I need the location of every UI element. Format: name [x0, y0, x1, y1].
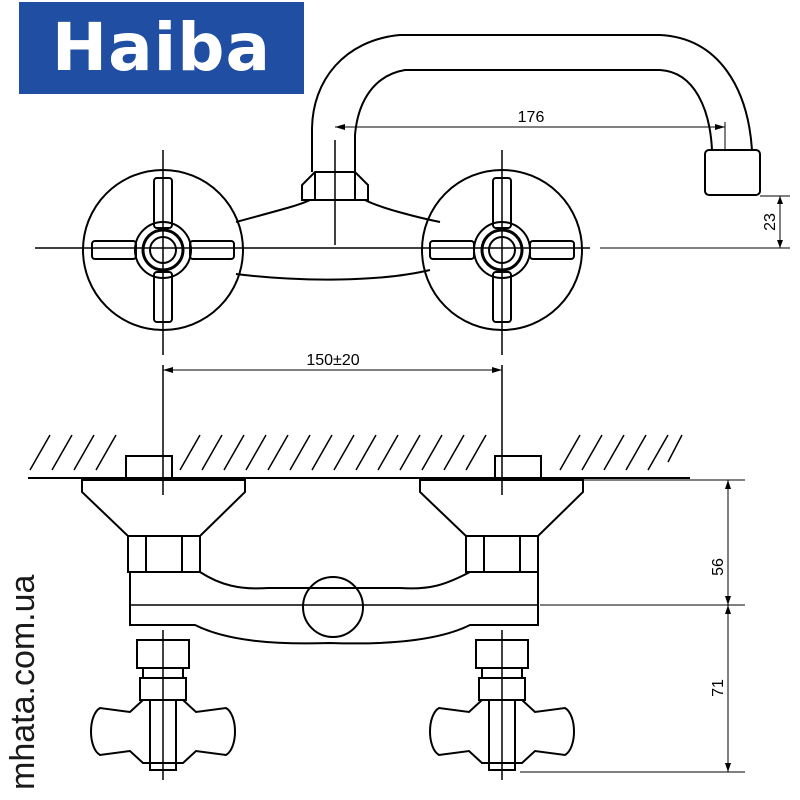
left-handle-top: [82, 150, 244, 355]
spout: [311, 34, 761, 196]
mixer-body-top: [235, 199, 441, 223]
left-eccentric-front: [81, 455, 246, 573]
left-handle-front: [90, 630, 236, 780]
dim-handle-spacing: 150±20: [306, 352, 359, 369]
wall-hatching: [28, 434, 690, 479]
front-view: 150±20: [28, 352, 745, 780]
mixer-body-front: [129, 571, 539, 645]
brand-logo: Haiba: [19, 2, 304, 94]
top-view: 176 23: [35, 34, 790, 355]
dim-axis-to-handle: 71: [710, 679, 727, 697]
right-handle-top: [421, 150, 583, 355]
spout-port: [302, 576, 364, 638]
brand-logo-text: Haiba: [51, 9, 272, 86]
dim-wall-to-axis: 56: [710, 558, 727, 576]
dim-spout-reach: 176: [518, 109, 545, 126]
dim-spout-outlet-height: 23: [762, 213, 779, 231]
right-handle-front: [429, 630, 575, 780]
